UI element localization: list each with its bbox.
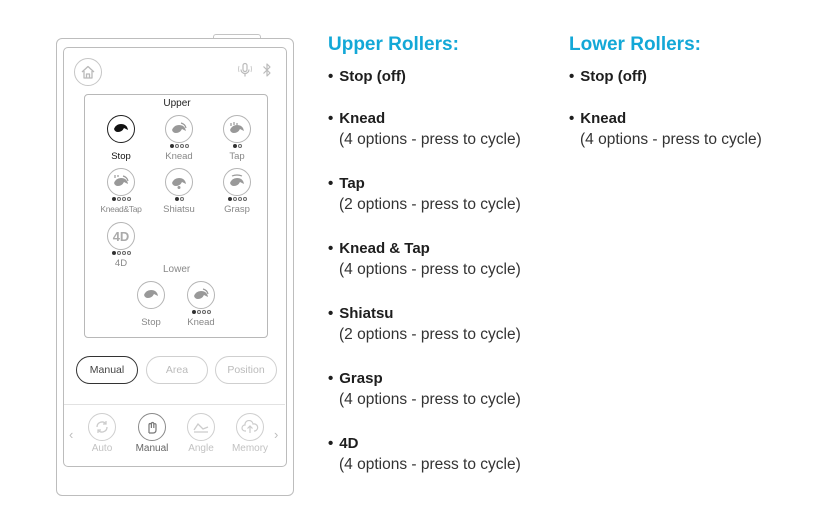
tab-manual[interactable]: Manual: [76, 356, 138, 384]
cloud-upload-icon: [241, 420, 259, 433]
mode-label: Stop: [111, 151, 131, 162]
lower-rollers-heading: Lower Rollers:: [569, 34, 701, 55]
grasp-icon: [230, 174, 244, 186]
lower-section-label: Lower: [163, 264, 191, 275]
lower-rollers-list: Lower Rollers: •Stop (off) •Knead (4 opt…: [569, 34, 762, 154]
upper-grasp-button[interactable]: Grasp: [211, 168, 263, 215]
manual-modes-panel: Upper Stop Knead: [84, 94, 268, 338]
option-dots: [211, 197, 263, 204]
nav-label: Angle: [188, 443, 214, 454]
lower-knead-button[interactable]: Knead: [175, 281, 227, 328]
mode-label: Stop: [141, 317, 161, 328]
stop-icon: [144, 290, 158, 298]
mode-label: Knead: [187, 317, 215, 328]
stop-icon: [114, 124, 128, 132]
option-dots: [175, 310, 227, 317]
upper-stop-button[interactable]: Stop: [95, 115, 147, 162]
nav-next-arrow[interactable]: ›: [274, 427, 279, 442]
list-item-desc: (4 options - press to cycle): [339, 131, 521, 148]
knead-tap-icon: [114, 175, 129, 186]
tap-icon: [230, 122, 244, 133]
nav-memory[interactable]: Memory: [228, 413, 272, 454]
mode-label: Knead: [165, 151, 193, 162]
upper-tap-button[interactable]: Tap: [211, 115, 263, 162]
tab-position[interactable]: Position: [215, 356, 277, 384]
option-dots: [153, 197, 205, 204]
list-item-title: •Knead & Tap: [328, 240, 430, 257]
knead-icon: [194, 288, 209, 299]
home-button[interactable]: [74, 58, 102, 86]
list-item-title: •Tap: [328, 175, 365, 192]
list-item-desc: (4 options - press to cycle): [339, 391, 521, 408]
nav-label: Auto: [91, 443, 113, 454]
list-item-title: •4D: [328, 435, 359, 452]
list-item-desc: (4 options - press to cycle): [580, 131, 762, 148]
4d-icon: 4D: [112, 228, 130, 244]
list-item-title: •Shiatsu: [328, 305, 394, 322]
shiatsu-icon: [172, 178, 186, 189]
list-item-desc: (4 options - press to cycle): [339, 261, 521, 278]
option-dots: [95, 197, 147, 204]
list-item-desc: (2 options - press to cycle): [339, 326, 521, 343]
upper-section-label: Upper: [163, 98, 191, 109]
list-item-title: •Knead: [569, 110, 627, 127]
home-icon: [81, 65, 95, 79]
tab-area[interactable]: Area: [146, 356, 208, 384]
mode-label: Shiatsu: [163, 204, 195, 215]
lower-stop-button[interactable]: Stop: [125, 281, 177, 328]
mode-label: Knead&Tap: [100, 204, 142, 214]
auto-icon: [96, 421, 108, 433]
remote-screen: Upper Stop Knead: [63, 47, 287, 467]
nav-manual[interactable]: Manual: [130, 413, 174, 454]
upper-knead-tap-button[interactable]: Knead&Tap: [95, 168, 147, 214]
list-item-title: •Grasp: [328, 370, 383, 387]
nav-auto[interactable]: Auto: [80, 413, 124, 454]
option-dots: [153, 144, 205, 151]
upper-shiatsu-button[interactable]: Shiatsu: [153, 168, 205, 215]
upper-knead-button[interactable]: Knead: [153, 115, 205, 162]
list-item-title: •Stop (off): [328, 68, 406, 85]
hand-icon: [148, 421, 157, 434]
nav-label: Memory: [231, 443, 269, 454]
nav-label: Manual: [135, 443, 169, 454]
microphone-icon: [238, 62, 252, 77]
upper-rollers-heading: Upper Rollers:: [328, 34, 459, 55]
upper-4d-button[interactable]: 4D 4D: [95, 222, 147, 269]
upper-rollers-list: Upper Rollers: •Stop (off) •Knead (4 opt…: [328, 34, 521, 479]
nav-prev-arrow[interactable]: ‹: [69, 427, 74, 442]
list-item-title: •Knead: [328, 110, 386, 127]
option-dots: [211, 144, 263, 151]
list-item-desc: (4 options - press to cycle): [339, 456, 521, 473]
remote-top-tab: [213, 34, 261, 41]
remote-control: Upper Stop Knead: [56, 38, 294, 496]
status-icons: [238, 62, 272, 78]
mode-label: 4D: [114, 258, 128, 269]
mode-label: Grasp: [224, 204, 250, 215]
knead-icon: [172, 122, 187, 133]
bluetooth-icon: [263, 63, 271, 77]
list-item-desc: (2 options - press to cycle): [339, 196, 521, 213]
option-dots: [95, 251, 147, 258]
nav-angle[interactable]: Angle: [179, 413, 223, 454]
angle-icon: [193, 422, 209, 433]
mode-label: Tap: [229, 151, 245, 162]
list-item-title: •Stop (off): [569, 68, 647, 85]
bottom-nav: ‹ Auto Manual Angle: [64, 404, 285, 455]
